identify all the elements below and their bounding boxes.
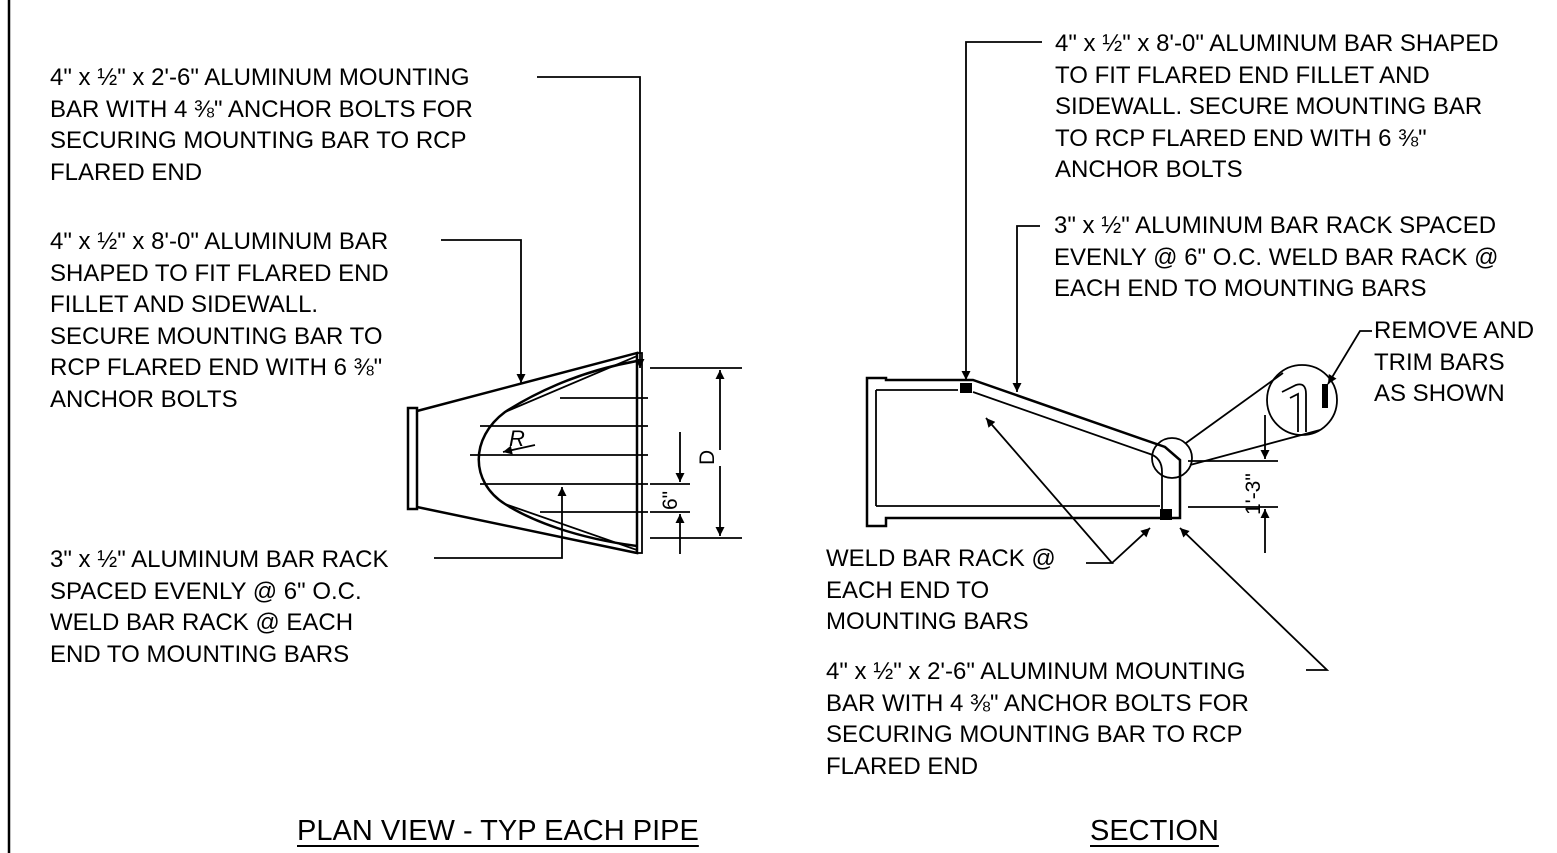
section-enlarged-bar xyxy=(1281,383,1307,432)
plan-bar-rack xyxy=(470,397,648,513)
plan-fillet-curve xyxy=(477,359,638,548)
section-note-shaped-bar: 4" x ½" x 8'-0" ALUMINUM BAR SHAPED TO F… xyxy=(1055,30,1499,183)
section-leader-trim xyxy=(1327,330,1372,385)
section-note-trim: REMOVE AND TRIM BARS AS SHOWN xyxy=(1374,317,1535,407)
plan-spacing-label: 6" xyxy=(659,491,682,510)
section-enlarged-detail xyxy=(1266,364,1338,436)
plan-spacing-dimension xyxy=(650,432,690,554)
section-note-mounting-bar: 4" x ½" x 2'-6" ALUMINUM MOUNTING BAR WI… xyxy=(826,658,1249,780)
section-leader-bar-rack xyxy=(1012,225,1040,392)
section-height-label: 1'-3" xyxy=(1242,473,1265,515)
section-leader-mounting-bar xyxy=(1179,527,1330,671)
plan-flare-line-bottom xyxy=(504,503,638,551)
section-note-bar-rack: 3" x ½" ALUMINUM BAR RACK SPACED EVENLY … xyxy=(1054,212,1499,302)
section-enlarged-block xyxy=(1322,384,1328,408)
plan-pipe-stub xyxy=(406,406,419,511)
section-detail-connector-2 xyxy=(1189,429,1321,466)
section-note-weld: WELD BAR RACK @ EACH END TO MOUNTING BAR… xyxy=(826,545,1056,635)
section-view-drawing: 1'-3" xyxy=(865,41,1372,671)
plan-leader-bar-rack xyxy=(434,487,567,559)
section-view-title: SECTION xyxy=(1090,815,1219,847)
plan-flare-line-top xyxy=(504,355,638,413)
plan-note-shaped-bar: 4" x ½" x 8'-0" ALUMINUM BAR SHAPED TO F… xyxy=(50,228,389,413)
plan-view-drawing: R 6" D xyxy=(406,76,742,559)
section-leader-weld-a xyxy=(985,417,1114,564)
plan-diameter-label: D xyxy=(696,450,719,465)
section-pipe-barrel xyxy=(865,376,1182,528)
plan-flared-end-outline xyxy=(416,351,639,555)
section-detail-circle xyxy=(1151,437,1193,479)
plan-radius-label: R xyxy=(509,426,525,451)
section-top-mounting-block xyxy=(960,383,972,393)
section-bottom-mounting-block xyxy=(1160,509,1172,520)
section-shaped-bar xyxy=(972,391,1163,510)
plan-note-mounting-bar: 4" x ½" x 2'-6" ALUMINUM MOUNTING BAR WI… xyxy=(50,64,473,186)
plan-front-mounting-bar xyxy=(636,352,643,554)
plan-radius-line xyxy=(502,444,536,455)
plan-note-bar-rack: 3" x ½" ALUMINUM BAR RACK SPACED EVENLY … xyxy=(50,546,389,668)
plan-view-title: PLAN VIEW - TYP EACH PIPE xyxy=(297,815,699,847)
section-leader-weld-b xyxy=(1111,527,1151,564)
section-height-dimension xyxy=(1188,415,1278,553)
plan-leader-shaped-bar xyxy=(441,239,526,383)
plan-leader-mounting-bar xyxy=(537,76,645,368)
section-leader-shaped-bar xyxy=(961,41,1042,380)
section-detail-connector-1 xyxy=(1185,372,1284,444)
plan-diameter-dimension xyxy=(650,367,742,539)
